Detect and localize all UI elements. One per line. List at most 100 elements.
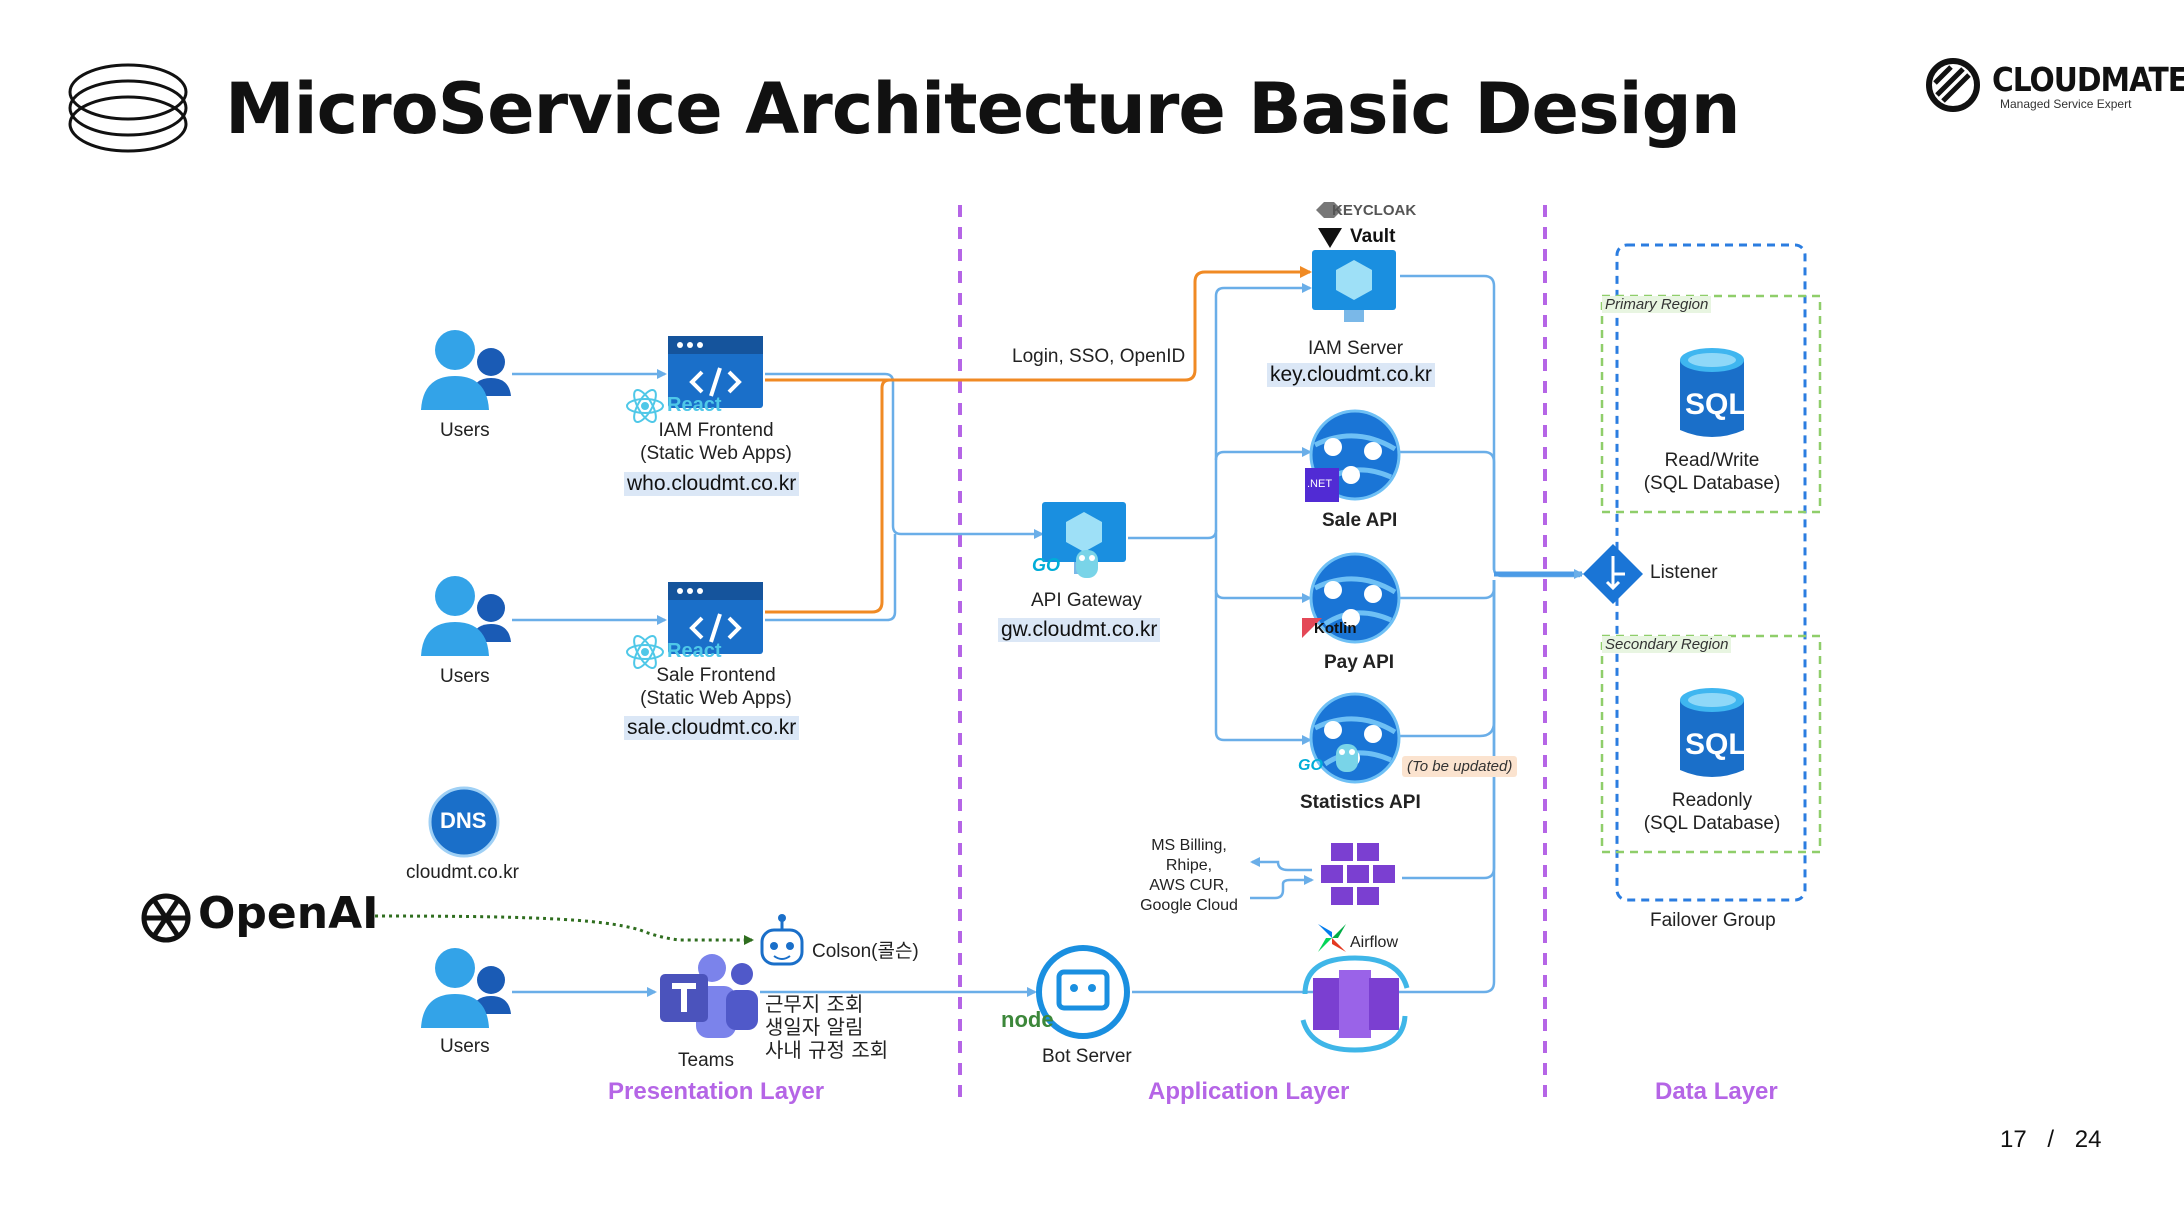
sql-database-icon: [1680, 688, 1744, 777]
sale-api-label: Sale API: [1322, 510, 1398, 531]
teams-label: Teams: [678, 1050, 734, 1071]
edge-gateway-sale: [1214, 447, 1312, 461]
sale-frontend-url[interactable]: sale.cloudmt.co.kr: [624, 716, 800, 740]
teams-icon: [660, 954, 758, 1038]
colson-bot-icon: [760, 914, 804, 966]
page-total: 24: [2074, 1126, 2102, 1153]
react-icon: [626, 635, 664, 669]
teams-feature: 생일자 알림: [765, 1015, 864, 1039]
dotnet-badge-icon: [1305, 468, 1339, 502]
brand-name: CLOUDMATE: [1992, 60, 2184, 99]
edge-bot-listener: [1132, 580, 1496, 994]
billing-sources: MS Billing, Rhipe, AWS CUR, Google Cloud: [1134, 836, 1244, 916]
users-label: Users: [440, 420, 490, 441]
listener-icon: [1583, 544, 1643, 604]
edge-stats-listener: [1400, 580, 1496, 738]
keycloak-label: KEYCLOAK: [1332, 202, 1417, 219]
edge-auth-sale: [765, 378, 891, 614]
iam-frontend-url[interactable]: who.cloudmt.co.kr: [624, 472, 800, 496]
ro-db-name: Readonly: [1671, 790, 1753, 811]
sql-database-icon: [1680, 348, 1744, 437]
secondary-region-box: [1600, 634, 1822, 854]
openai-logo-icon: [141, 893, 191, 943]
billing-source: Rhipe,: [1165, 857, 1213, 874]
billing-source: MS Billing,: [1151, 837, 1227, 854]
node-label: node: [1001, 1007, 1054, 1032]
page-indicator: 17 / 24: [2000, 1126, 2101, 1154]
teams-feature: 근무지 조회: [765, 992, 864, 1016]
airflow-label: Airflow: [1350, 934, 1399, 951]
static-web-app-icon: [668, 582, 763, 654]
listener-label: Listener: [1650, 562, 1718, 583]
container-app-icon: [1300, 955, 1410, 1053]
primary-region-label: Primary Region: [1602, 296, 1712, 313]
statistics-api-label: Statistics API: [1300, 792, 1421, 813]
page-title: MicroService Architecture Basic Design: [225, 68, 1741, 150]
application-layer-label: Application Layer: [1148, 1078, 1350, 1105]
pay-api-icon: [1309, 552, 1401, 644]
go-label: GO: [1298, 757, 1323, 774]
users-icon: [421, 948, 511, 1028]
edge-pay-listener: [1400, 580, 1496, 600]
dns-icon: [428, 786, 500, 858]
edge-gateway-stats: [1214, 590, 1312, 745]
vault-logo-icon: [1318, 228, 1342, 248]
header-logo-icon: [68, 63, 188, 153]
keycloak-logo-icon: [1316, 202, 1342, 218]
sale-frontend-sub: (Static Web Apps): [640, 688, 792, 709]
go-label: GO: [1032, 555, 1061, 575]
brand-tagline: Managed Service Expert: [2000, 97, 2132, 111]
edge-sale-listener: [1400, 450, 1496, 570]
react-icon: [626, 389, 664, 423]
dotnet-badge-label: .NET: [1307, 478, 1333, 490]
billing-source: AWS CUR,: [1149, 877, 1229, 894]
edge-gateway-services: [1128, 283, 1312, 540]
secondary-region-label: Secondary Region: [1602, 636, 1732, 653]
users-label: Users: [440, 1036, 490, 1057]
teams-feature: 사내 규정 조회: [765, 1038, 889, 1062]
page-current: 17: [2000, 1126, 2027, 1153]
go-gopher-icon: [1076, 550, 1098, 578]
dns-icon-label: DNS: [440, 808, 487, 833]
users-label: Users: [440, 666, 490, 687]
edge-auth-iam: [765, 266, 1312, 382]
kotlin-label: Kotlin: [1314, 620, 1357, 637]
edge-airflow-billing-1: [1250, 857, 1312, 872]
static-web-app-icon: [668, 336, 763, 408]
edge-iam-gateway: [765, 372, 1044, 539]
sql-label: SQL: [1685, 388, 1747, 421]
edge-openai-colson: [367, 914, 754, 945]
iam-frontend-name: IAM Frontend: [658, 420, 774, 441]
react-label: React: [667, 394, 722, 416]
kotlin-logo-icon: [1302, 618, 1322, 638]
iam-server-icon: [1312, 250, 1396, 322]
edge-gateway-pay: [1214, 530, 1312, 603]
iam-server-name: IAM Server: [1308, 338, 1404, 359]
sql-label: SQL: [1685, 728, 1747, 761]
edge-airflow-billing-2: [1250, 875, 1314, 900]
data-layer-label: Data Layer: [1655, 1078, 1778, 1105]
rw-db-name: Read/Write: [1664, 450, 1760, 471]
to-be-updated-note: (To be updated): [1402, 756, 1518, 777]
sale-frontend-name: Sale Frontend: [656, 665, 776, 686]
iam-server-url[interactable]: key.cloudmt.co.kr: [1267, 363, 1435, 387]
vault-label: Vault: [1350, 226, 1396, 247]
react-label: React: [667, 640, 722, 662]
ro-db-sub: (SQL Database): [1643, 813, 1781, 834]
login-edge-label: Login, SSO, OpenID: [1012, 346, 1186, 367]
edge-airflow-listener: [1402, 580, 1496, 880]
dns-domain: cloudmt.co.kr: [406, 862, 519, 883]
edge-sale-gateway: [765, 534, 897, 622]
rw-db-sub: (SQL Database): [1643, 473, 1781, 494]
airflow-cluster-icon: [1319, 841, 1397, 907]
edge-iam-listener: [1400, 274, 1580, 578]
pay-api-label: Pay API: [1324, 652, 1395, 673]
billing-source: Google Cloud: [1140, 897, 1238, 914]
primary-region-box: [1600, 294, 1822, 514]
api-gateway-url[interactable]: gw.cloudmt.co.kr: [998, 618, 1161, 642]
users-icon: [421, 576, 511, 656]
bot-server-label: Bot Server: [1042, 1046, 1132, 1067]
openai-label: OpenAI: [198, 888, 379, 939]
page-separator: /: [2047, 1126, 2055, 1153]
